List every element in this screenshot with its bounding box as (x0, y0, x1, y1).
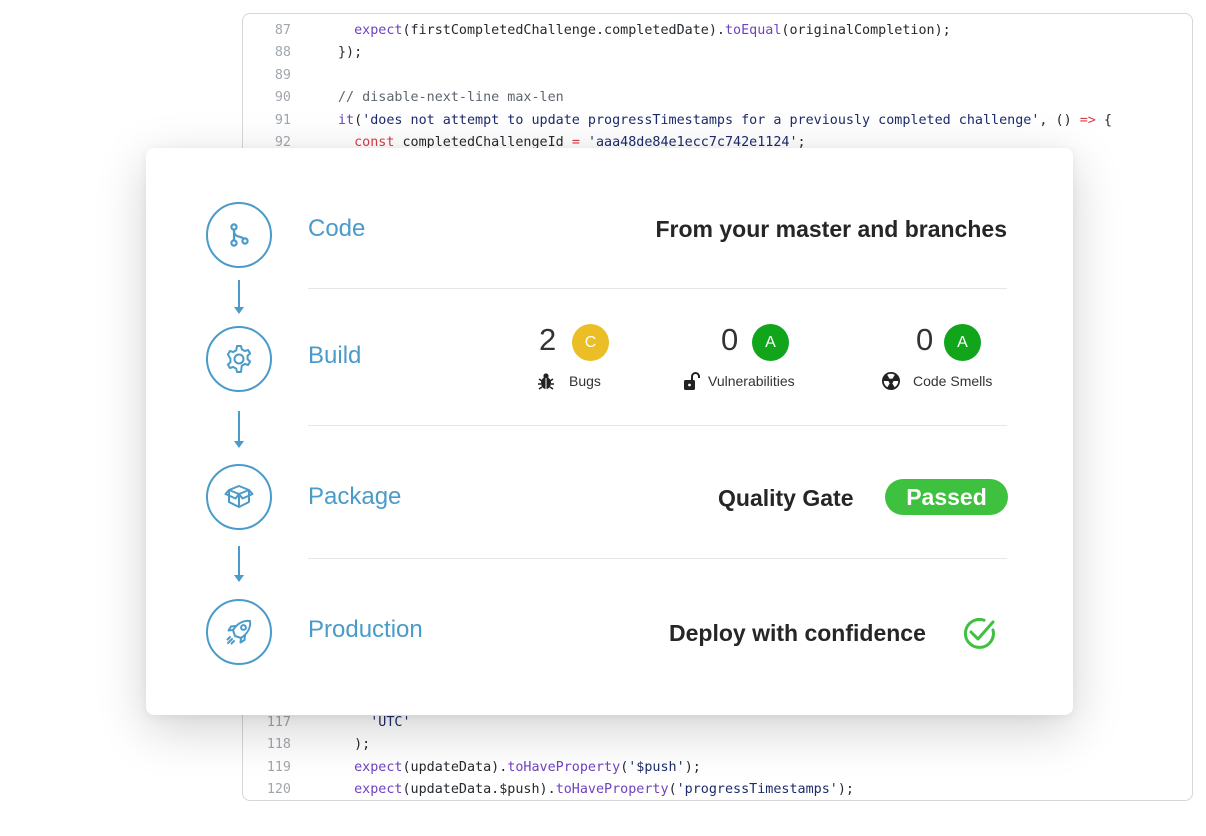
code-token: expect (354, 759, 403, 775)
line-number: 92 (274, 134, 291, 150)
check-circle-icon (963, 618, 995, 649)
code-step-circle (206, 202, 272, 268)
code-token: ); (837, 782, 854, 798)
step-label-package: Package (308, 483, 402, 510)
line-source: expect(firstCompletedChallenge.completed… (338, 20, 951, 42)
code-token: (originalCompletion); (781, 23, 951, 38)
vulnerabilities-grade-badge: A (752, 324, 789, 361)
code-token: // disable-next-line max-len (338, 90, 564, 106)
code-token: completedChallengeId (394, 134, 572, 150)
line-source: expect(updateData).toHaveProperty('$push… (338, 757, 701, 779)
branch-icon (230, 223, 249, 247)
divider-2 (308, 425, 1007, 426)
divider-3 (308, 558, 1007, 559)
flow-arrow-2 (234, 411, 244, 448)
code-token: (updateData.$push). (402, 782, 556, 798)
code-line: 88}); (243, 42, 1192, 64)
code-token: toHaveProperty (555, 782, 669, 798)
line-number: 118 (266, 737, 291, 753)
code-smells-count: 0 (916, 322, 934, 357)
deploy-text: Deploy with confidence (669, 620, 926, 646)
quality-gate-status-badge: Passed (885, 479, 1008, 515)
code-token: (firstCompletedChallenge.completedDate). (402, 23, 725, 38)
code-token: }); (338, 45, 363, 61)
line-number: 89 (274, 67, 291, 83)
code-token: { (1095, 112, 1112, 128)
line-source: ); (338, 734, 370, 756)
code-lines-top: 87 expect(firstCompletedChallenge.comple… (243, 20, 1192, 154)
code-line: 92 const completedChallengeId = 'aaa48de… (243, 132, 1192, 154)
code-token: toHaveProperty (507, 759, 621, 775)
step-label-production: Production (308, 616, 423, 643)
line-source: expect(updateData.$push).toHaveProperty(… (338, 779, 854, 800)
line-number: 120 (266, 782, 291, 798)
line-number: 119 (266, 759, 291, 775)
code-token: toEqual (724, 23, 782, 38)
code-token: expect (354, 782, 403, 798)
code-token: ); (354, 737, 371, 753)
code-line: 120 expect(updateData.$push).toHavePrope… (243, 779, 1192, 800)
code-token: ( (668, 782, 677, 798)
code-token: it (338, 112, 355, 128)
pipeline-card: Code From your master and branches Build… (146, 148, 1073, 715)
code-line: 118 ); (243, 734, 1192, 756)
code-smells-label: Code Smells (913, 373, 993, 389)
code-token: ( (620, 759, 629, 775)
code-line: 90 // disable-next-line max-len (243, 87, 1192, 109)
radiation-icon (882, 372, 900, 390)
step-label-build: Build (308, 342, 362, 369)
flow-arrow-1 (234, 280, 244, 314)
code-token: 'does not attempt to update progressTime… (362, 112, 1040, 128)
bugs-count: 2 (539, 322, 557, 357)
bug-icon (538, 373, 554, 390)
code-line: 87 expect(firstCompletedChallenge.comple… (243, 20, 1192, 42)
code-token: 'aaa48de84e1ecc7c742e1124' (587, 134, 798, 150)
line-number: 87 (274, 23, 291, 38)
code-token: = (571, 134, 580, 150)
code-line: 119 expect(updateData).toHaveProperty('$… (243, 757, 1192, 779)
step-label-code: Code (308, 215, 366, 242)
code-line: 91 it('does not attempt to update progres… (243, 110, 1192, 132)
divider-1 (308, 288, 1007, 289)
line-source: // disable-next-line max-len (338, 87, 564, 109)
build-step-circle (206, 326, 272, 392)
gear-icon (226, 345, 252, 373)
line-number: 90 (274, 90, 291, 106)
code-token: (updateData). (402, 759, 508, 775)
rocket-icon (226, 619, 252, 645)
code-token: , () (1039, 112, 1080, 128)
vulnerabilities-label: Vulnerabilities (708, 373, 795, 389)
line-number: 91 (274, 112, 291, 128)
code-token: 'UTC' (370, 715, 411, 730)
code-token: ( (354, 112, 363, 128)
vulnerabilities-count: 0 (721, 322, 739, 357)
line-number: 88 (274, 45, 291, 61)
code-token: => (1079, 112, 1096, 128)
flow-arrow-3 (234, 546, 244, 582)
line-source: const completedChallengeId = 'aaa48de84e… (338, 132, 806, 154)
bugs-label: Bugs (569, 373, 601, 389)
line-source: }); (338, 42, 362, 64)
code-line: 117 'UTC' (243, 712, 1192, 734)
code-token: 'progressTimestamps' (676, 782, 838, 798)
code-token: ); (684, 759, 701, 775)
code-token: expect (354, 23, 403, 38)
code-step-description: From your master and branches (655, 216, 1008, 242)
line-number: 117 (266, 715, 291, 730)
code-line: 89 (243, 65, 1192, 87)
code-smells-grade-badge: A (944, 324, 981, 361)
bugs-grade-badge: C (572, 324, 609, 361)
code-lines-bottom: 117 'UTC'118 );119 expect(updateData).to… (243, 712, 1192, 800)
box-icon (224, 485, 254, 508)
quality-gate-label: Quality Gate (718, 485, 854, 511)
code-token: ; (797, 134, 806, 150)
package-step-circle (206, 464, 272, 530)
line-source: 'UTC' (338, 712, 411, 734)
code-token: '$push' (628, 759, 685, 775)
production-step-circle (206, 599, 272, 665)
line-source: it('does not attempt to update progressT… (338, 110, 1112, 132)
code-token: const (354, 134, 395, 150)
unlocked-padlock-icon (684, 372, 700, 390)
